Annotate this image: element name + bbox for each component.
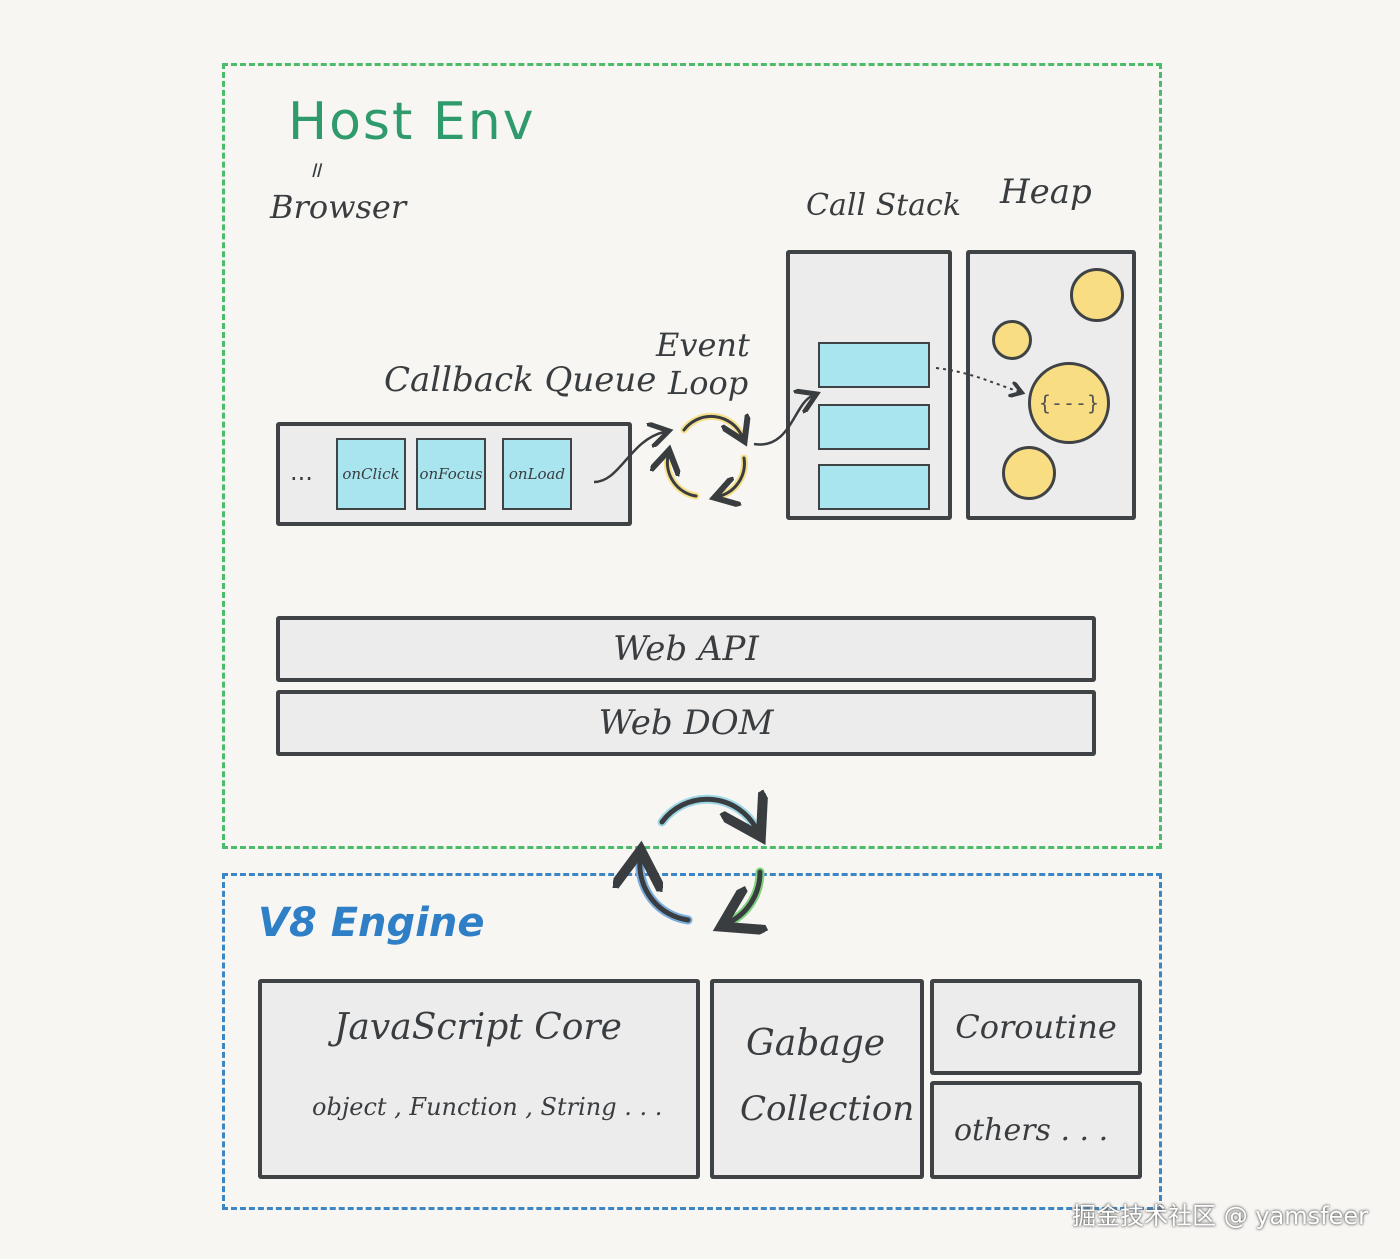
host-env-region (222, 63, 1162, 849)
event-loop-label-line2: Loop (668, 364, 749, 402)
stack-to-heap-arrow (935, 367, 1020, 392)
garbage-collection-box: Gabage Collection (710, 979, 924, 1179)
call-stack (786, 250, 952, 520)
v8-engine-title: V8 Engine (258, 900, 485, 946)
javascript-core-box: JavaScript Core object , Function , Stri… (258, 979, 700, 1179)
watermark: 掘金技术社区 @ yamsfeer (1072, 1202, 1368, 1230)
stack-frame (818, 464, 930, 510)
call-stack-label: Call Stack (806, 188, 962, 223)
heap-object (1002, 446, 1056, 500)
queue-cell-onload: onLoad (502, 438, 572, 510)
event-loop-cycle-icon (667, 412, 744, 496)
queue-cell-onclick: onClick (336, 438, 406, 510)
v8-engine-region (222, 873, 1162, 1210)
heap-object (992, 320, 1032, 360)
gc-label-line1: Gabage (746, 1023, 886, 1064)
browser-label: Browser (270, 188, 407, 226)
heap-object-main: {---} (1028, 362, 1110, 444)
queue-cell-onfocus: onFocus (416, 438, 486, 510)
event-loop-label-line1: Event (656, 326, 750, 364)
stack-frame (818, 404, 930, 450)
callback-queue: ... onClick onFocus onLoad (276, 422, 632, 526)
others-box: others . . . (930, 1081, 1142, 1179)
web-dom-bar: Web DOM (276, 690, 1096, 756)
heap-label: Heap (1000, 172, 1092, 212)
queue-to-loop-arrow (593, 432, 664, 484)
event-loop-label: Event Loop (656, 326, 750, 402)
stack-frame (818, 342, 930, 388)
equals-mark: ॥ (308, 158, 322, 183)
callback-queue-label: Callback Queue (384, 360, 657, 400)
loop-to-stack-arrow (753, 396, 812, 446)
gc-label-line2: Collection (740, 1089, 915, 1129)
queue-ellipsis: ... (290, 458, 313, 486)
javascript-core-title: JavaScript Core (334, 1007, 622, 1048)
heap: {---} (966, 250, 1136, 520)
javascript-core-items: object , Function , String . . . (312, 1093, 663, 1121)
coroutine-box: Coroutine (930, 979, 1142, 1075)
host-engine-cycle-icon (640, 799, 760, 922)
heap-object (1070, 268, 1124, 322)
web-api-bar: Web API (276, 616, 1096, 682)
host-env-title: Host Env (288, 92, 536, 152)
